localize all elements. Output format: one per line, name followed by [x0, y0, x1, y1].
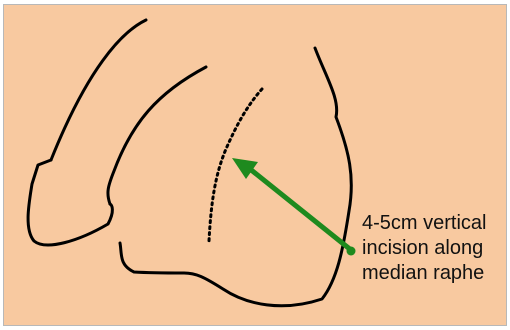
annotation-line-1: 4-5cm vertical [362, 211, 507, 236]
diagram-frame: 4-5cm vertical incision along median rap… [3, 4, 507, 326]
annotation-anchor-dot [347, 247, 356, 256]
incision-annotation: 4-5cm vertical incision along median rap… [362, 211, 507, 286]
annotation-line-3: median raphe [362, 261, 507, 286]
annotation-line-2: incision along [362, 236, 507, 261]
